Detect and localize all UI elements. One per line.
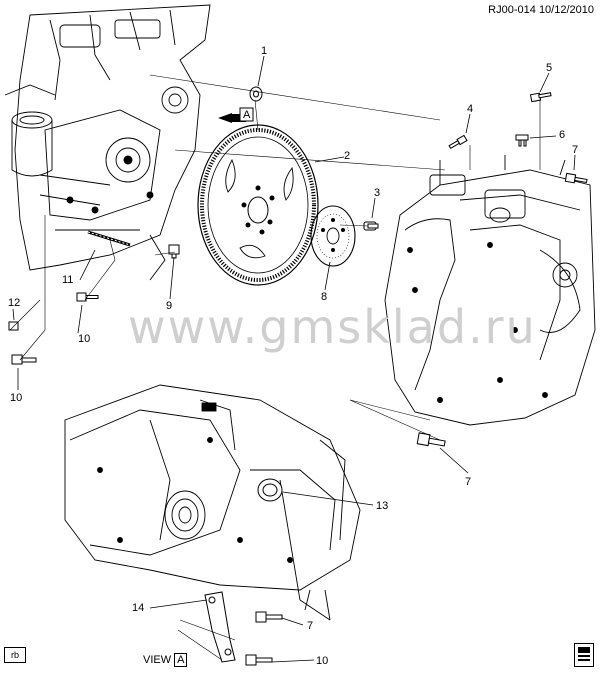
lower-transmission-view — [64, 384, 361, 621]
lower-bolts — [245, 611, 283, 666]
flywheel-reinforcement-plate — [310, 205, 356, 267]
callout-10-low: 10 — [10, 392, 22, 404]
callout-12: 12 — [8, 297, 20, 309]
diagram-reference: RJ00-014 10/12/2010 — [488, 4, 594, 16]
callout-10-left: 10 — [78, 333, 90, 345]
direction-arrow: A — [218, 107, 254, 123]
callout-numbers: 1 2 3 4 5 6 7 8 9 10 11 12 7 10 13 14 7 … — [8, 45, 578, 667]
engine-side-bolts — [8, 230, 180, 365]
callout-7-bottom: 7 — [307, 620, 313, 632]
callout-13: 13 — [376, 500, 388, 512]
ref-code: RJ00-014 — [488, 4, 536, 16]
callout-14: 14 — [132, 602, 144, 614]
lower-bolt — [416, 432, 446, 447]
oil-filter-illustration — [4, 84, 56, 177]
callout-9: 9 — [166, 300, 172, 312]
arrow-letter: A — [243, 109, 251, 121]
callout-5: 5 — [546, 62, 552, 74]
view-letter: A — [174, 653, 188, 667]
leader-lines — [12, 55, 576, 663]
flywheel — [197, 124, 319, 286]
callout-1: 1 — [261, 45, 267, 57]
engine-block-illustration — [14, 4, 211, 281]
corner-badge-icon — [574, 643, 594, 667]
callout-11: 11 — [62, 274, 73, 286]
watermark: www.gmsklad.ru — [128, 300, 537, 354]
callout-7-top: 7 — [572, 144, 578, 156]
bracket-part — [204, 591, 236, 663]
corner-tag: rb — [4, 647, 26, 663]
assembly-guide-lines — [9, 74, 541, 661]
callout-2: 2 — [344, 150, 350, 162]
transmission-plug — [257, 478, 283, 502]
callout-3: 3 — [374, 187, 380, 199]
transmission-bolts — [448, 92, 588, 184]
transmission-illustration — [384, 155, 596, 426]
callout-8: 8 — [321, 291, 327, 303]
view-text: VIEW — [143, 654, 172, 666]
callout-4: 4 — [467, 103, 473, 115]
ref-date: 10/12/2010 — [538, 4, 594, 16]
callout-10-bottom: 10 — [316, 655, 328, 667]
sleeve-part — [249, 86, 263, 102]
callout-6: 6 — [559, 129, 565, 141]
callout-7-mid: 7 — [465, 476, 471, 488]
